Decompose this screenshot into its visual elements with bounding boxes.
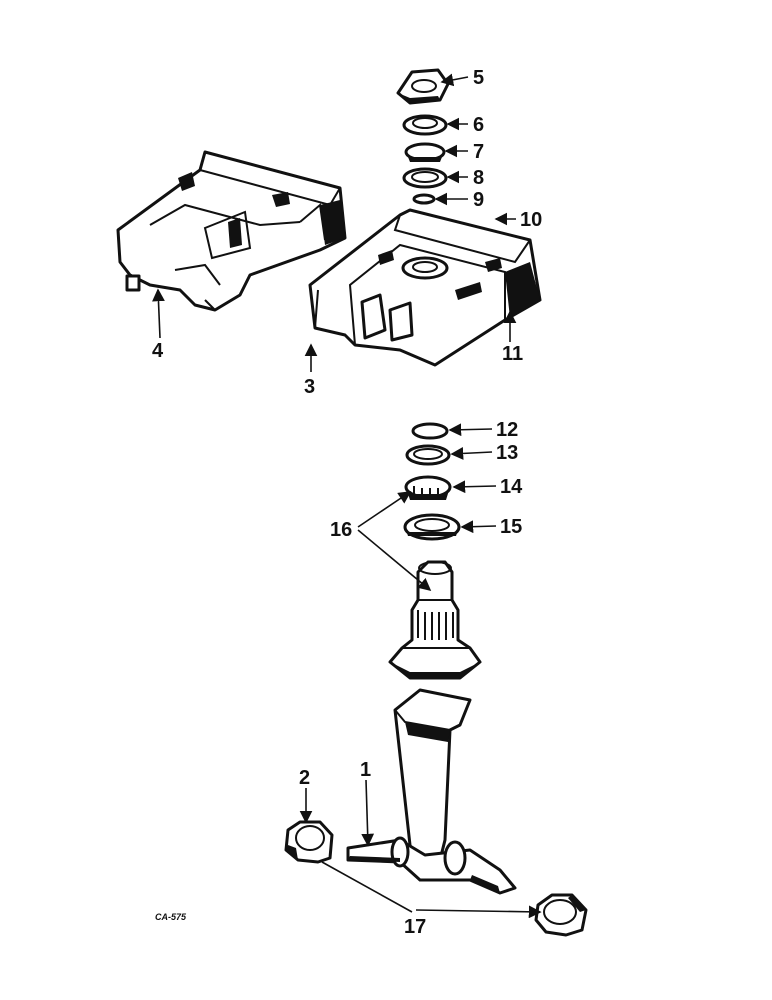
leader-17a [321, 861, 413, 913]
part-4-support-bracket [116, 150, 347, 312]
label-12: 12 [496, 419, 518, 441]
leader-16a [357, 491, 412, 528]
label-6: 6 [473, 114, 484, 136]
label-10: 10 [520, 209, 542, 231]
part-2-dust-cap [284, 820, 334, 864]
callout-labels: 5 6 7 8 9 10 11 4 3 12 13 14 15 16 1 2 1… [152, 67, 542, 938]
leader-4 [152, 288, 165, 339]
part-11-housing [308, 208, 542, 367]
label-4: 4 [152, 340, 164, 362]
leader-13 [450, 447, 493, 460]
part-17-dust-cap [534, 893, 588, 937]
label-13: 13 [496, 442, 518, 464]
label-2: 2 [299, 767, 310, 789]
label-8: 8 [473, 167, 484, 189]
part-6-seal [402, 114, 448, 136]
part-1-spindle-knuckle [346, 688, 517, 895]
part-5-cap [396, 68, 450, 105]
label-1: 1 [360, 759, 371, 781]
part-12-snap-ring [411, 422, 449, 440]
leader-12 [448, 423, 493, 437]
label-15: 15 [500, 516, 522, 538]
label-11: 11 [502, 343, 523, 365]
spindle-splined-shaft [388, 560, 482, 680]
leader-lines [152, 73, 542, 919]
part-14-bearing-cone [404, 475, 452, 500]
leader-5 [440, 73, 469, 87]
drawing-code: CA-575 [155, 912, 187, 922]
part-13-bearing-cup [405, 444, 451, 466]
leader-1 [361, 779, 375, 847]
leader-14 [452, 480, 497, 494]
leader-17b [415, 905, 542, 919]
label-9: 9 [473, 189, 484, 211]
part-15-seal [403, 513, 461, 541]
part-9-ring [412, 193, 436, 205]
leader-15 [460, 520, 497, 534]
label-16: 16 [330, 519, 352, 541]
leader-16b [357, 529, 432, 592]
label-7: 7 [473, 141, 484, 163]
label-17: 17 [404, 916, 426, 938]
part-8-bearing-cup [402, 167, 448, 189]
label-3: 3 [304, 376, 315, 398]
label-5: 5 [473, 67, 484, 89]
part-7-bearing-cone [404, 142, 446, 162]
label-14: 14 [500, 476, 523, 498]
